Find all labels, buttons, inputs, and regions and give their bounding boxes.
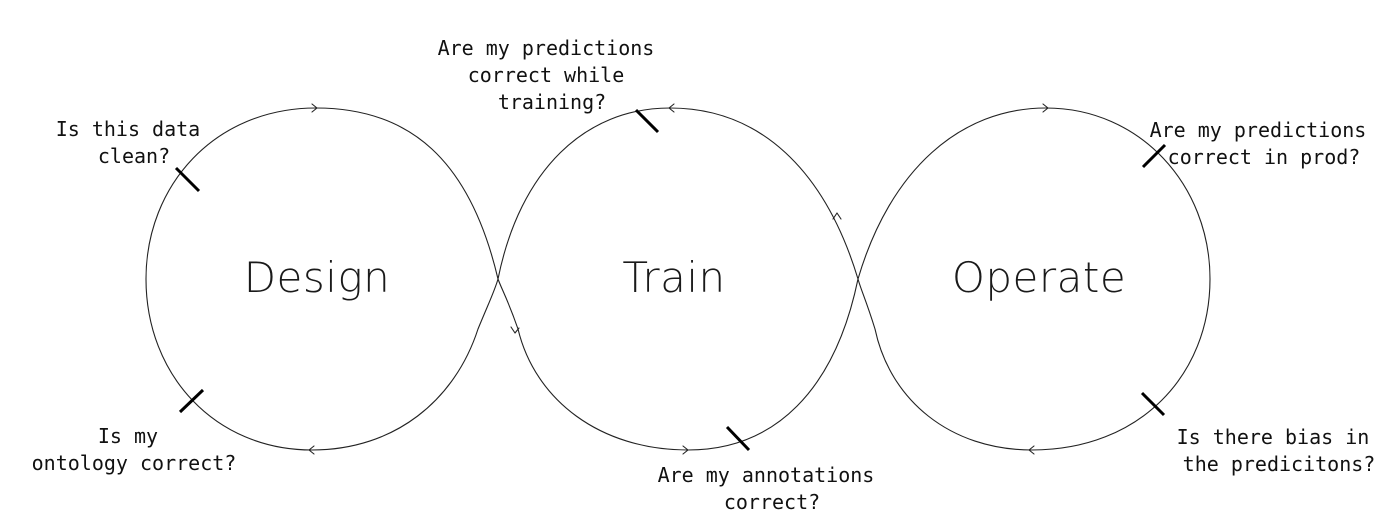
arrow-operate-bottom bbox=[1028, 445, 1035, 455]
tick-design-bottom bbox=[178, 388, 205, 414]
stage-operate-label: Operate bbox=[952, 253, 1126, 302]
question-design-top: Is this data clean? bbox=[56, 117, 213, 168]
arrow-train-bottom bbox=[682, 445, 689, 455]
arrow-cross-right bbox=[832, 212, 842, 220]
question-train-bottom: Are my annotations correct? bbox=[658, 463, 887, 514]
operate-loop bbox=[857, 107, 1211, 451]
tick-operate-bottom bbox=[1140, 391, 1166, 417]
tick-train-top bbox=[634, 108, 660, 134]
arrow-cross-left bbox=[510, 326, 520, 334]
arrow-design-top bbox=[311, 103, 318, 113]
tick-operate-top bbox=[1141, 143, 1167, 169]
question-operate-bottom: Is there bias in the predicitons? bbox=[1177, 425, 1382, 476]
question-operate-top: Are my predictions correct in prod? bbox=[1150, 118, 1379, 169]
tick-design-top bbox=[174, 166, 201, 193]
arrow-design-bottom bbox=[308, 445, 315, 455]
tick-train-bottom bbox=[725, 425, 751, 452]
design-loop bbox=[145, 107, 499, 451]
stage-design-label: Design bbox=[244, 253, 391, 302]
stage-train-label: Train bbox=[622, 253, 725, 302]
question-design-bottom: Is my ontology correct? bbox=[32, 424, 237, 475]
arrow-operate-top bbox=[1042, 103, 1049, 113]
question-train-top: Are my predictions correct while trainin… bbox=[438, 36, 667, 114]
arrow-train-top bbox=[668, 103, 675, 113]
train-loop bbox=[497, 107, 859, 451]
